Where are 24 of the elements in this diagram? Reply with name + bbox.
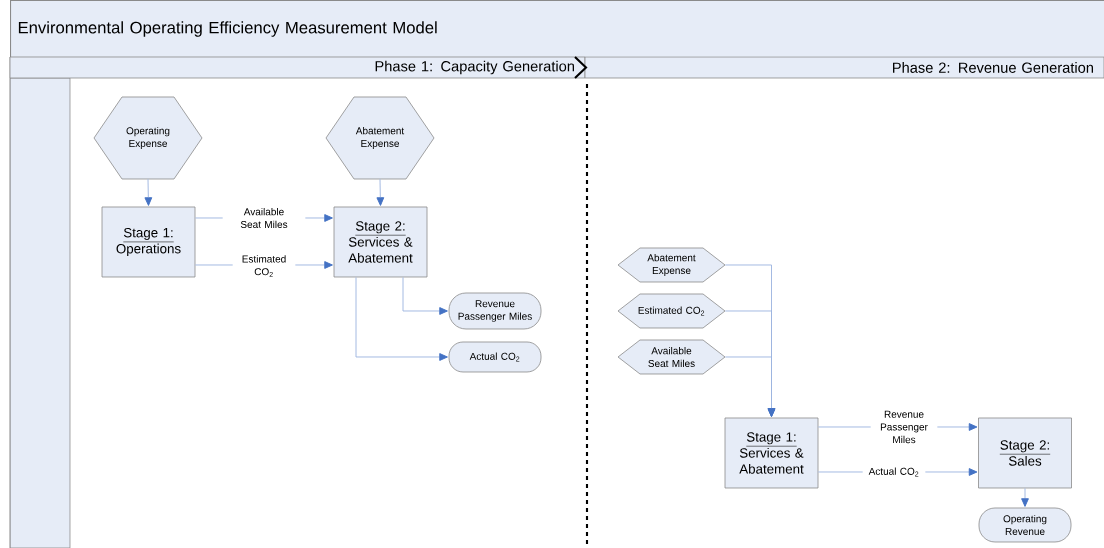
arrow: [724, 356, 776, 417]
arrow: [1021, 487, 1029, 507]
output-terminal: Actual CO$_{2}$: [448, 341, 542, 373]
output-terminal: Revenue Passenger Miles: [448, 292, 542, 330]
input-hexagon: Estimated CO$_{2}$: [617, 293, 726, 329]
edge-label: Actual CO$_{2}$: [862, 466, 926, 478]
output-terminal: Operating Revenue: [978, 507, 1072, 543]
phase-header: Phase 1: Capacity Generation: [9, 56, 586, 79]
stage-box: Stage 2: Sales: [978, 417, 1072, 489]
input-hexagon: Abatement Expense: [325, 96, 435, 180]
edge-label: Available Seat Miles: [222, 206, 306, 230]
input-hexagon: Operating Expense: [93, 96, 203, 180]
phase-header: Phase 2: Revenue Generation: [584, 56, 1104, 79]
stage-box: Stage 2: Services & Abatement: [333, 206, 428, 278]
arrow: [355, 276, 448, 361]
arrow: [402, 276, 448, 315]
stage-box: Stage 1: Services & Abatement: [724, 417, 819, 489]
input-hexagon: Available Seat Miles: [617, 339, 726, 375]
edge-label: Revenue Passenger Miles: [870, 409, 938, 445]
arrow: [144, 178, 153, 206]
arrow: [376, 178, 385, 206]
input-hexagon: Abatement Expense: [617, 247, 726, 283]
edge-label: Estimated CO$_{2}$: [232, 253, 296, 279]
stage-box: Stage 1: Operations: [101, 206, 196, 278]
